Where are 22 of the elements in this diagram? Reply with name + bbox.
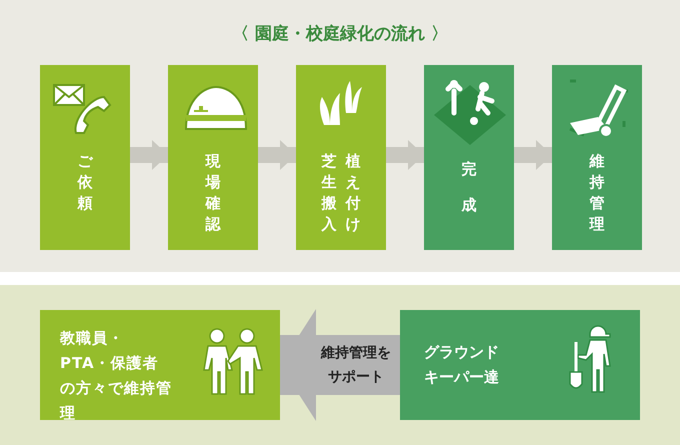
step-label: 芝生搬入 [321, 151, 337, 235]
step-label: 植え付け [345, 151, 361, 235]
step-box [40, 310, 280, 420]
arrow [258, 140, 296, 170]
step-box [424, 65, 514, 250]
step-box [40, 65, 130, 250]
arrow [514, 140, 552, 170]
arrow [386, 140, 424, 170]
edge-label: 維持管理をサポート [320, 344, 392, 387]
step-label: グラウンドキーパー達 [424, 342, 500, 388]
step-label: 教職員・PTA・保護者の方々で維持管理 [60, 328, 173, 424]
step-label: 現場確認 [205, 151, 221, 235]
arrow [130, 140, 168, 170]
step-box [552, 65, 642, 250]
block-arrow [280, 309, 400, 421]
step-label: ご依頼 [77, 151, 93, 214]
step-box [400, 310, 640, 420]
step-label: 維持管理 [589, 151, 605, 235]
step-box [168, 65, 258, 250]
step-box [296, 65, 386, 250]
title: 〈 園庭・校庭緑化の流れ 〉 [231, 23, 449, 45]
step-label: 完成 [461, 159, 477, 216]
